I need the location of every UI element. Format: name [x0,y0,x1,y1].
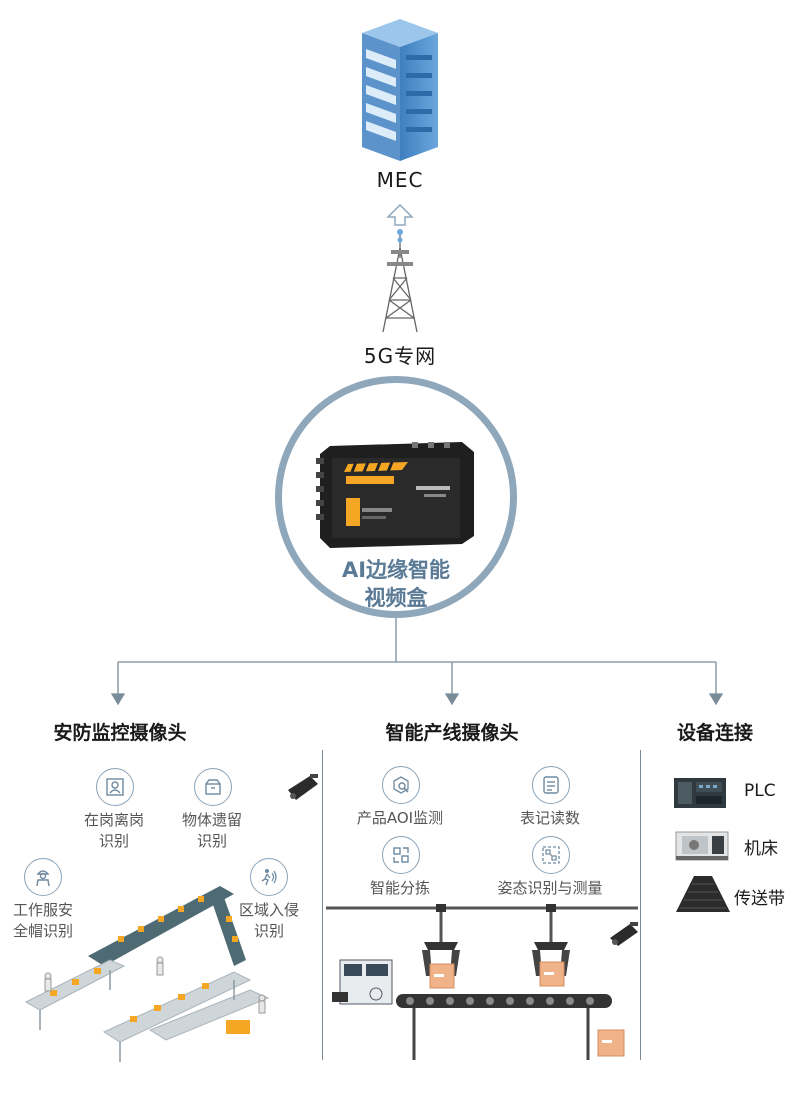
5g-tower-icon [382,229,418,333]
magnifier-icon [382,766,420,804]
security-camera-title: 安防监控摄像头 [53,722,187,744]
feature-on-duty: 在岗离岗 识别 [64,810,164,852]
5g-network-label: 5G专网 [363,344,437,368]
device-conveyor-label: 传送带 [734,889,785,909]
hub-title: AI边缘智能 视频盒 [300,556,492,612]
pose-icon [532,836,570,874]
box-icon [194,768,232,806]
production-line-illustration [326,904,638,1060]
production-camera-title: 智能产线摄像头 [385,722,519,744]
feature-uniform-line2: 全帽识别 [12,922,73,940]
feature-intrusion-line1: 区域入侵 [238,901,299,919]
feature-on-duty-line2: 识别 [98,832,129,850]
feature-smart-sorting: 智能分拣 [369,879,430,897]
meter-icon [532,766,570,804]
uplink-arrow-icon [386,203,414,226]
conveyor-icon [676,876,730,912]
plc-icon [674,778,726,808]
feature-intrusion: 区域入侵 识别 [222,900,316,942]
device-machine-tool-label: 机床 [744,839,778,859]
device-connection-title: 设备连接 [676,722,753,744]
device-plc-label: PLC [744,781,776,801]
machine-tool-icon [675,831,729,861]
factory-line-illustration [24,886,270,1062]
feature-object-left: 物体遗留 识别 [162,810,262,852]
middle-section-left-border [322,750,323,1060]
mec-label: MEC [376,168,424,192]
tree-connectors [110,618,724,706]
feature-pose-measurement: 姿态识别与测量 [497,879,603,897]
feature-aoi: 产品AOI监测 [356,809,444,827]
person-frame-icon [96,768,134,806]
feature-object-left-line2: 识别 [196,832,227,850]
intrusion-icon [250,858,288,896]
edge-box-device-icon [316,442,474,548]
hub-title-line1: AI边缘智能 [341,558,451,582]
security-camera-icon [288,774,318,800]
feature-uniform: 工作服安 全帽识别 [0,900,86,942]
feature-intrusion-line2: 识别 [253,922,284,940]
hub-title-line2: 视频盒 [364,586,428,610]
feature-on-duty-line1: 在岗离岗 [83,811,144,829]
worker-icon [24,858,62,896]
server-icon [362,15,438,161]
feature-uniform-line1: 工作服安 [12,901,73,919]
feature-object-left-line1: 物体遗留 [181,811,242,829]
production-camera-icon [610,922,638,946]
middle-section-right-border [640,750,641,1060]
sorting-icon [382,836,420,874]
feature-meter-reading: 表记读数 [519,809,580,827]
